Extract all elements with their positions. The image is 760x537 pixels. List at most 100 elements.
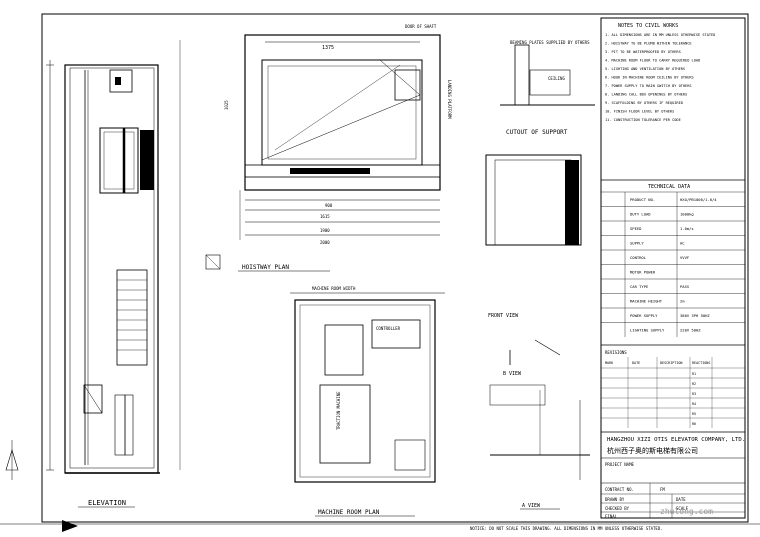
main-switch (394, 439, 426, 471)
spec-value: PASS (680, 284, 690, 289)
spec-key: SUPPLY (630, 241, 644, 246)
dim-900: 900 (325, 203, 333, 208)
scale-label: SCALE (676, 506, 689, 511)
elevation-view: ELEVATION (46, 40, 181, 508)
spec-value: 1000kg (680, 212, 694, 217)
traction-machine-block (319, 384, 371, 464)
note-line: 2. HOISTWAY TO BE PLUMB WITHIN TOLERANCE (605, 42, 692, 46)
support-beam (514, 44, 530, 106)
machine-room-view: MACHINE ROOM WIDTH TRACTION MACHINE CONT… (290, 286, 445, 517)
a-view-title: A VIEW (522, 503, 541, 509)
spec-title: TECHNICAL DATA (648, 184, 690, 190)
spec-value: 2m (680, 299, 685, 304)
spec-key: LIGHTING SUPPLY (630, 328, 665, 333)
company-name-cn: 杭州西子奥的斯电梯有限公司 (607, 446, 698, 455)
spec-value: AC (680, 241, 685, 246)
hoistway-plan-view: 1375 900 1615 1900 2000 1025 LANDING PLA… (205, 24, 452, 272)
pit-buffer (83, 384, 103, 414)
spec-value: VVVF (680, 255, 690, 260)
hoistway-wall (244, 34, 441, 191)
title-block-frame (600, 17, 746, 519)
front-view-title: FRONT VIEW (488, 313, 519, 319)
detail-views: B VIEW A VIEW (489, 339, 590, 510)
revisions-header: REVISIONS (605, 350, 627, 355)
note-line: 8. LANDING CALL BOX OPENINGS BY OTHERS (605, 93, 687, 97)
sheet-border (41, 13, 749, 523)
revision-col: DESCRIPTION (660, 361, 682, 365)
elevator-car (99, 127, 139, 194)
revision-col: REACTIONS (692, 361, 710, 365)
spec-key: PRODUCT NO. (630, 197, 655, 202)
dim-1375: 1375 (322, 45, 334, 51)
cutout-title: CUTOUT OF SUPPORT (506, 129, 568, 136)
note-line: 4. MACHINE ROOM FLOOR TO CARRY REQUIRED … (605, 59, 700, 63)
note-line: 9. SCAFFOLDING BY OTHERS IF REQUIRED (605, 101, 683, 105)
spec-value: 1.0m/s (680, 226, 694, 231)
reaction-cell: R6 (692, 422, 696, 426)
controller-cabinet (371, 319, 421, 349)
spec-value: HXO/PB1000/1.0/4 (680, 197, 717, 202)
note-line: 5. LIGHTING AND VENTILATION BY OTHERS (605, 67, 685, 71)
governor (324, 324, 364, 376)
door-panel (290, 168, 370, 174)
revision-col: DATE (632, 361, 640, 365)
spec-key: MACHINE HEIGHT (630, 299, 663, 304)
detail-marker (205, 254, 221, 270)
spec-key: CAR TYPE (630, 284, 649, 289)
dim-1615: 1615 (320, 214, 330, 219)
spec-value: 220V 50HZ (680, 328, 701, 333)
revision-col: MARK (605, 361, 614, 365)
sheet-no: FM (660, 487, 665, 492)
drawn-label: DRAWN BY (605, 497, 625, 502)
footer-note: NOTICE: DO NOT SCALE THIS DRAWING. ALL D… (470, 526, 663, 531)
machine (109, 69, 133, 93)
pit-ladder (114, 394, 126, 456)
reaction-cell: R4 (692, 402, 696, 406)
support-note: BEAMING PLATES SUPPLIED BY OTHERS (510, 40, 590, 45)
date-label: DATE (676, 497, 686, 502)
hoistway-title: HOISTWAY PLAN (242, 264, 289, 271)
dim-1025: 1025 (224, 100, 229, 110)
north-arrow-icon (5, 440, 78, 532)
counterweight (116, 269, 148, 366)
front-view: FRONT VIEW (485, 154, 582, 319)
machine-room-title: MACHINE ROOM PLAN (318, 509, 380, 516)
spec-key: DUTY LOAD (630, 212, 651, 217)
spec-key: MOTOR POWER (630, 270, 656, 275)
project-label: PROJECT NAME (605, 462, 634, 467)
landing-sill (244, 164, 441, 178)
door-top-note: DOOR OF SHAFT (405, 24, 437, 29)
spec-value: 380V 3PH 50HZ (680, 313, 710, 318)
support-unit: CEILING (548, 76, 565, 81)
dim-2000: 2000 (320, 240, 330, 245)
note-line: 1. ALL DIMENSIONS ARE IN MM UNLESS OTHER… (605, 33, 715, 37)
spec-key: CONTROL (630, 255, 647, 260)
company-name-en: HANGZHOU XIZI OTIS ELEVATOR COMPANY, LTD… (607, 437, 745, 443)
title-block: NOTES TO CIVIL WORKS 1. ALL DIMENSIONS A… (600, 17, 746, 519)
contract-label: CONTRACT NO. (605, 487, 634, 492)
checked-label: CHECKED BY (605, 506, 630, 511)
b-view-title: B VIEW (503, 371, 522, 377)
car-door (140, 130, 154, 190)
reaction-cell: R5 (692, 412, 696, 416)
reaction-cell: R2 (692, 382, 696, 386)
reaction-cell: R3 (692, 392, 696, 396)
watermark: zhulong.com (660, 507, 713, 516)
cutout-support-view: BEAMING PLATES SUPPLIED BY OTHERS CEILIN… (500, 40, 595, 136)
note-line: 6. HOOK IN MACHINE ROOM CEILING BY OTHER… (605, 76, 694, 80)
note-line: 7. POWER SUPPLY TO MAIN SWITCH BY OTHERS (605, 84, 692, 88)
traction-label: TRACTION MACHINE (336, 391, 341, 430)
spec-key: SPEED (630, 226, 642, 231)
note-line: 3. PIT TO BE WATERPROOFED BY OTHERS (605, 50, 681, 54)
note-line: 10. FINISH FLOOR LEVEL BY OTHERS (605, 110, 674, 114)
reaction-cell: R1 (692, 372, 696, 376)
spec-key: POWER SUPPLY (630, 313, 658, 318)
counterweight-plan (394, 69, 421, 101)
label-landing: LANDING PLATFORM (447, 80, 452, 119)
machine-room-header: MACHINE ROOM WIDTH (312, 286, 356, 291)
note-line: 11. CONSTRUCTION TOLERANCE PER CODE (605, 118, 681, 122)
dim-1900: 1900 (320, 228, 330, 233)
notes-title: NOTES TO CIVIL WORKS (618, 23, 678, 29)
elevation-title: ELEVATION (88, 499, 126, 507)
